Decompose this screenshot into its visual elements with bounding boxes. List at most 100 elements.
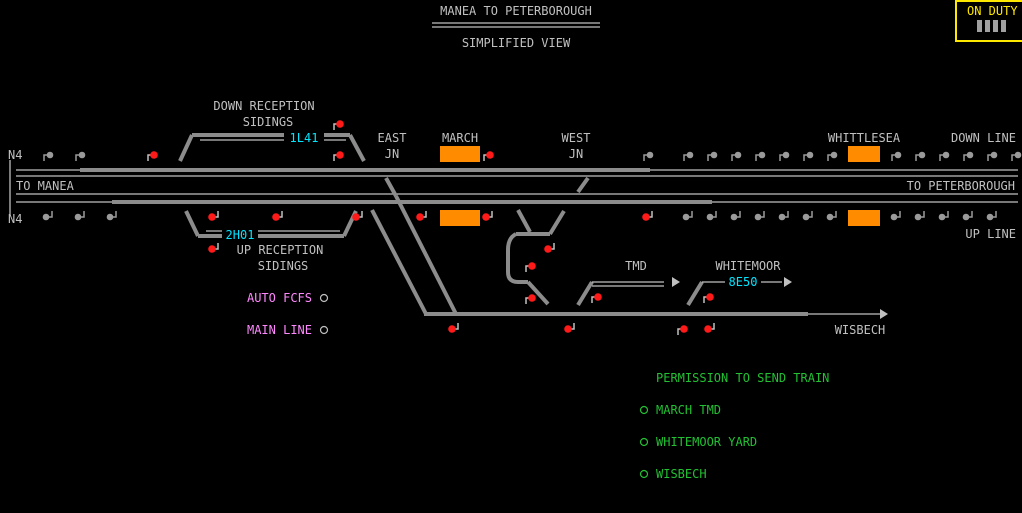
east-jn-crossovers[interactable] xyxy=(370,177,458,315)
signal-off[interactable] xyxy=(939,151,950,161)
signal-off[interactable] xyxy=(915,151,926,161)
signal-red[interactable] xyxy=(333,151,344,161)
permission-march-tmd[interactable]: MARCH TMD xyxy=(639,403,722,417)
wisbech-branch[interactable] xyxy=(424,309,888,319)
on-duty-indicator[interactable]: ON DUTY xyxy=(955,0,1022,42)
signal-off[interactable] xyxy=(106,211,117,221)
main-line-control[interactable]: MAIN LINE xyxy=(247,323,329,337)
signal-off[interactable] xyxy=(754,211,765,221)
west-jn-label-2: JN xyxy=(569,147,583,161)
east-jn-label: EAST xyxy=(378,131,407,145)
signal-red[interactable] xyxy=(416,211,427,221)
on-duty-label: ON DUTY xyxy=(967,4,1018,18)
train-berth-8e50[interactable] xyxy=(725,276,761,289)
tmd-siding[interactable] xyxy=(576,277,680,307)
down-reception-sidings-label: SIDINGS xyxy=(243,115,294,129)
train-berth-2h01[interactable] xyxy=(222,228,258,241)
signal-off[interactable] xyxy=(683,151,694,161)
signal-red[interactable] xyxy=(564,323,575,333)
signal-off[interactable] xyxy=(803,151,814,161)
signal-off[interactable] xyxy=(74,211,85,221)
signal-off[interactable] xyxy=(707,151,718,161)
permission-march-tmd-indicator[interactable] xyxy=(639,405,649,415)
signal-off[interactable] xyxy=(706,211,717,221)
auto-fcfs-indicator[interactable] xyxy=(319,293,329,303)
march-down-platform[interactable] xyxy=(440,146,480,162)
march-label: MARCH xyxy=(442,131,478,145)
signal-red[interactable] xyxy=(448,323,459,333)
whittlesea-up-platform[interactable] xyxy=(848,210,880,226)
down-reception-sidings[interactable] xyxy=(178,133,366,162)
down-line-id: N4 xyxy=(8,148,22,162)
train-id-8e50[interactable]: 8E50 xyxy=(729,275,758,289)
signal-red[interactable] xyxy=(591,293,602,303)
signal-off[interactable] xyxy=(1011,151,1022,161)
signal-off[interactable] xyxy=(643,151,654,161)
west-chord[interactable] xyxy=(506,209,566,306)
up-reception-sidings-label: SIDINGS xyxy=(258,259,309,273)
march-up-platform[interactable] xyxy=(440,210,480,226)
signal-off[interactable] xyxy=(731,151,742,161)
signals xyxy=(42,120,1022,335)
signal-off[interactable] xyxy=(755,151,766,161)
permission-title: PERMISSION TO SEND TRAIN xyxy=(656,371,829,385)
signal-off[interactable] xyxy=(826,211,837,221)
signal-red[interactable] xyxy=(352,211,363,221)
permission-whitemoor-yard[interactable]: WHITEMOOR YARD xyxy=(639,435,758,449)
signal-off[interactable] xyxy=(890,211,901,221)
signal-off[interactable] xyxy=(987,151,998,161)
main-line-indicator[interactable] xyxy=(319,325,329,335)
signal-red[interactable] xyxy=(272,211,283,221)
signal-off[interactable] xyxy=(827,151,838,161)
west-jn-crossover[interactable] xyxy=(576,176,590,194)
signal-off[interactable] xyxy=(75,151,86,161)
permission-wisbech-label: WISBECH xyxy=(656,467,707,481)
signal-off[interactable] xyxy=(802,211,813,221)
signal-off[interactable] xyxy=(779,151,790,161)
signal-off[interactable] xyxy=(891,151,902,161)
east-jn-label-2: JN xyxy=(385,147,399,161)
signal-red[interactable] xyxy=(147,151,158,161)
permission-march-tmd-label: MARCH TMD xyxy=(656,403,721,417)
signal-red[interactable] xyxy=(333,120,344,130)
signal-off[interactable] xyxy=(963,151,974,161)
signal-off[interactable] xyxy=(778,211,789,221)
signal-off[interactable] xyxy=(43,151,54,161)
up-reception-label: UP RECEPTION xyxy=(237,243,324,257)
signal-off[interactable] xyxy=(682,211,693,221)
permission-whitemoor-yard-label: WHITEMOOR YARD xyxy=(656,435,757,449)
signal-off[interactable] xyxy=(914,211,925,221)
signal-red[interactable] xyxy=(703,293,714,303)
signal-off[interactable] xyxy=(730,211,741,221)
down-line-label: DOWN LINE xyxy=(951,131,1016,145)
signal-off[interactable] xyxy=(938,211,949,221)
signal-off[interactable] xyxy=(986,211,997,221)
panel-title: MANEA TO PETERBOROUGH xyxy=(440,4,592,18)
signal-red[interactable] xyxy=(544,243,555,253)
signal-off[interactable] xyxy=(42,211,53,221)
signal-red[interactable] xyxy=(677,325,688,335)
train-berth-1l41[interactable] xyxy=(284,131,324,144)
whitemoor-label: WHITEMOOR xyxy=(715,259,781,273)
signal-red[interactable] xyxy=(208,243,219,253)
auto-fcfs-control[interactable]: AUTO FCFS xyxy=(247,291,329,305)
train-id-2h01[interactable]: 2H01 xyxy=(226,228,255,242)
signal-red[interactable] xyxy=(642,211,653,221)
signal-off[interactable] xyxy=(962,211,973,221)
signal-red[interactable] xyxy=(482,211,493,221)
to-peterborough-label: TO PETERBOROUGH xyxy=(907,179,1015,193)
whittlesea-down-platform[interactable] xyxy=(848,146,880,162)
train-id-1l41[interactable]: 1L41 xyxy=(290,131,319,145)
to-manea-label: TO MANEA xyxy=(16,179,75,193)
permission-wisbech-indicator[interactable] xyxy=(639,469,649,479)
signal-red[interactable] xyxy=(208,211,219,221)
whittlesea-label: WHITTLESEA xyxy=(828,131,901,145)
permission-whitemoor-yard-indicator[interactable] xyxy=(639,437,649,447)
signal-red[interactable] xyxy=(704,323,715,333)
signal-red[interactable] xyxy=(483,151,494,161)
signal-red[interactable] xyxy=(525,294,536,304)
permission-wisbech[interactable]: WISBECH xyxy=(639,467,707,481)
signal-red[interactable] xyxy=(525,262,536,272)
